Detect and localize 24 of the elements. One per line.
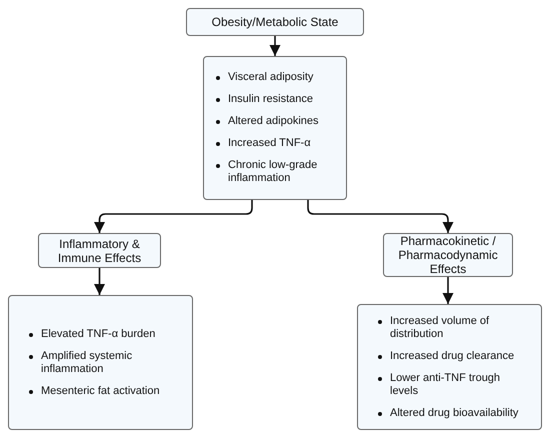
bullet-text: Increased drug clearance (390, 350, 514, 362)
bullet-list-box (357, 304, 542, 430)
bullet-text: Mesenteric fat activation (41, 384, 160, 398)
process-box (186, 8, 364, 36)
bullet-text: Amplified systemic inflammation (41, 350, 134, 376)
bullet-list-box (8, 295, 193, 430)
bullet-text: Lower anti-TNF trough levels (390, 372, 502, 398)
bullet-text: Elevated TNF-α burden (41, 328, 156, 340)
bullet-text: Visceral adiposity (228, 71, 314, 84)
box-label: Pharmacokinetic / Pharmacodynamic Effects (397, 234, 499, 276)
arrow (94, 268, 106, 295)
bullet-text: Insulin resistance (228, 93, 313, 106)
box-label: Inflammatory & Immune Effects (56, 236, 142, 264)
process-box (38, 233, 161, 268)
bullet-text: Altered adipokines (228, 115, 319, 128)
arrow (269, 36, 281, 56)
bullet-list-box (203, 56, 347, 200)
bullet-text: Increased volume of distribution (390, 314, 490, 340)
box-label: Obesity/Metabolic State (212, 15, 338, 29)
process-box (383, 233, 513, 277)
arrow (442, 277, 454, 304)
bullet-text: Increased TNF-α (228, 137, 311, 150)
bullet-text: Chronic low-grade inflammation (228, 159, 318, 185)
bullet-text: Altered drug bioavailability (390, 406, 518, 420)
